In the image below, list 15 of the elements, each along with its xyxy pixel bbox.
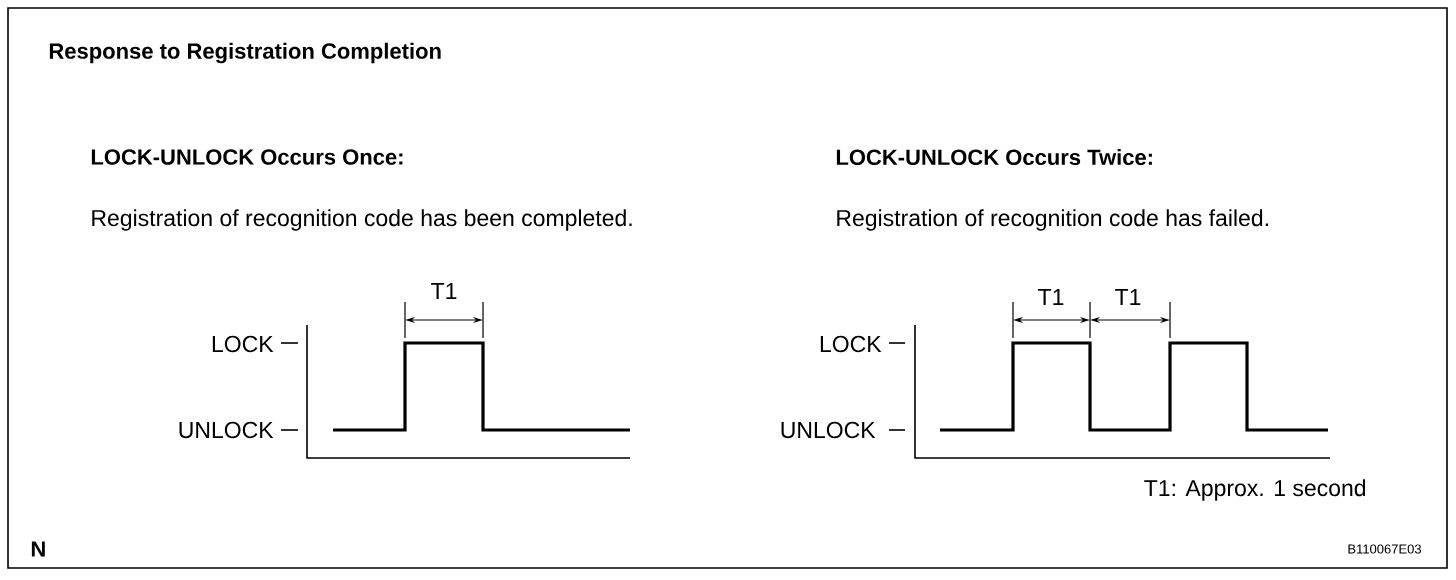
description-text: Registration of recognition code has been completed. [92,209,632,231]
axis-label: UNLOCK [179,421,274,439]
title: Response to Registration Completion [49,42,441,64]
axis-label: UNLOCK [781,421,876,439]
heading: LOCK-UNLOCK Occurs Once: [91,149,403,165]
description-text: Registration of recognition code has failed. [837,209,1268,231]
corner-mark: N [31,541,45,557]
dimension-label: T1 [431,283,457,299]
axis-label: LOCK [820,335,882,353]
dimension-label: T1 [1115,289,1141,305]
axis-label: LOCK [212,335,274,353]
heading: LOCK-UNLOCK Occurs Twice: [836,148,1152,166]
note-text: T1: Approx. 1 second [1144,479,1366,501]
figure-code: B110067E03 [1348,544,1421,554]
dimension-label: T1 [1038,289,1064,305]
